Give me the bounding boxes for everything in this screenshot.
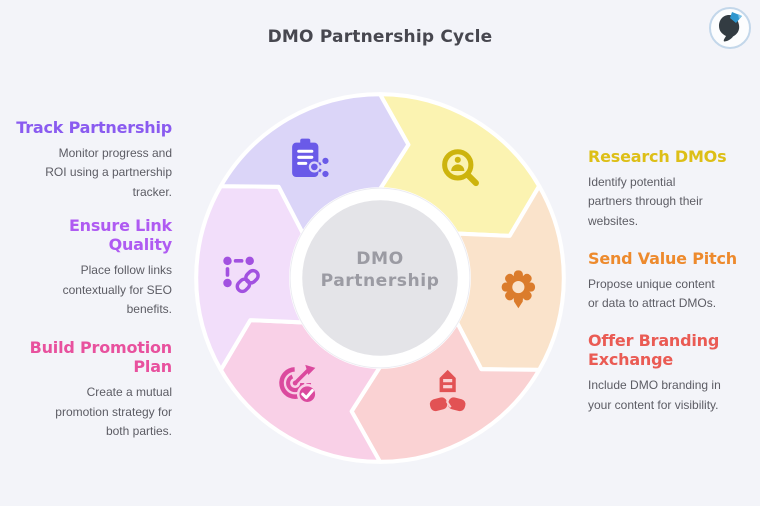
item-body: Place follow links contextually for SEO … bbox=[62, 263, 172, 316]
page-title: DMO Partnership Cycle bbox=[267, 27, 493, 47]
building-handshake-icon bbox=[429, 369, 466, 412]
item-ensure-link-quality: Ensure Link Quality Place follow links c… bbox=[6, 216, 173, 319]
item-send-value-pitch: Send Value Pitch Propose unique content … bbox=[588, 249, 760, 314]
target-check-icon bbox=[279, 364, 318, 405]
link-nodes-icon bbox=[223, 256, 260, 294]
partnership-cycle-wheel: DMO Partnership bbox=[194, 92, 566, 464]
item-heading: Ensure Link Quality bbox=[68, 216, 172, 255]
item-body: Identify potential partners through thei… bbox=[588, 175, 703, 228]
hub-circle bbox=[302, 200, 458, 356]
item-heading: Build Promotion Plan bbox=[29, 338, 173, 377]
item-heading: Offer Branding Exchange bbox=[588, 331, 720, 370]
item-heading: Track Partnership bbox=[16, 118, 172, 137]
clipboard-share-icon bbox=[292, 138, 331, 180]
item-heading: Research DMOs bbox=[588, 147, 727, 166]
item-track-partnership: Track Partnership Monitor progress and R… bbox=[6, 118, 172, 202]
head-quill-logo bbox=[709, 7, 751, 49]
item-body: Create a mutual promotion strategy for b… bbox=[55, 385, 172, 438]
item-offer-branding-exchange: Offer Branding Exchange Include DMO bran… bbox=[588, 331, 760, 415]
logo-feather-tip bbox=[738, 14, 742, 19]
item-body: Monitor progress and ROI using a partner… bbox=[45, 146, 172, 199]
search-user-icon bbox=[442, 149, 479, 187]
hub-label-line1: DMO bbox=[356, 249, 403, 269]
item-body: Include DMO branding in your content for… bbox=[588, 378, 721, 412]
gear-icon bbox=[501, 270, 536, 309]
item-body: Propose unique content or data to attrac… bbox=[588, 277, 717, 311]
logo-feather bbox=[730, 12, 742, 23]
logo-head-silhouette bbox=[719, 15, 740, 42]
hub-label-line2: Partnership bbox=[321, 271, 440, 291]
item-research-dmos: Research DMOs Identify potential partner… bbox=[588, 147, 760, 231]
item-build-promotion-plan: Build Promotion Plan Create a mutual pro… bbox=[6, 338, 173, 441]
item-heading: Send Value Pitch bbox=[588, 249, 737, 268]
